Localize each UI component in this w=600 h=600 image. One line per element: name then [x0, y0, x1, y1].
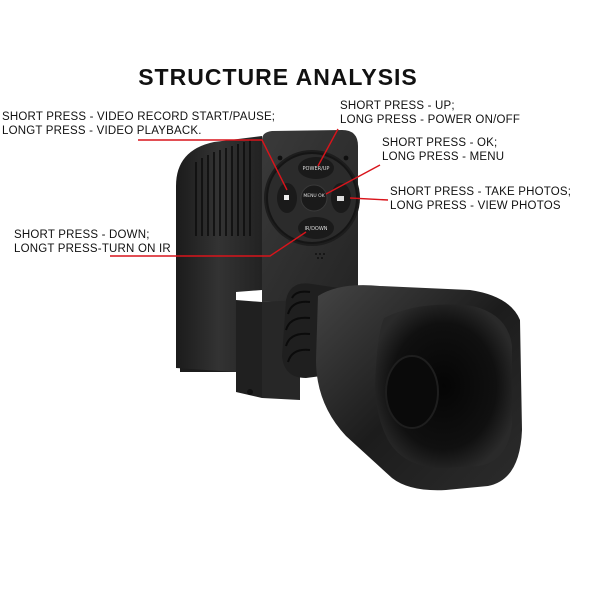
ir-down-label: IR/DOWN	[304, 226, 327, 232]
annotation-line: LONGT PRESS-TURN ON IR	[14, 242, 171, 255]
record-icon	[284, 195, 289, 200]
camera-icon	[337, 196, 344, 201]
ir-down-button[interactable]: IR/DOWN	[298, 217, 334, 239]
power-up-button[interactable]: POWER/UP	[298, 157, 334, 179]
speaker-grille	[315, 253, 325, 259]
annotation-line: LONG PRESS - VIEW PHOTOS	[390, 199, 561, 212]
lens-hood	[316, 285, 522, 491]
annotation-line: SHORT PRESS - VIDEO RECORD START/PAUSE;	[2, 111, 276, 123]
annotation-line: LONG PRESS - MENU	[382, 150, 505, 163]
photo-button[interactable]	[331, 183, 351, 213]
annotation-photo-button: SHORT PRESS - TAKE PHOTOS; LONG PRESS - …	[390, 186, 571, 213]
annotation-line: SHORT PRESS - DOWN;	[14, 229, 150, 241]
annotation-menu-ok-button: SHORT PRESS - OK; LONG PRESS - MENU	[382, 137, 504, 164]
record-button[interactable]	[277, 183, 297, 213]
menu-ok-label: MENU OK	[303, 193, 325, 199]
annotation-line: LONGT PRESS - VIDEO PLAYBACK.	[2, 124, 202, 137]
menu-ok-button[interactable]: MENU OK	[300, 184, 328, 212]
annotation-line: SHORT PRESS - UP;	[340, 100, 455, 112]
page-title: STRUCTURE ANALYSIS	[138, 64, 418, 90]
annotation-line: LONG PRESS - POWER ON/OFF	[340, 113, 521, 126]
cooling-ribs	[195, 140, 251, 236]
power-up-label: POWER/UP	[303, 166, 330, 172]
annotation-line: SHORT PRESS - TAKE PHOTOS;	[390, 186, 572, 198]
annotation-ir-down-button: SHORT PRESS - DOWN; LONGT PRESS-TURN ON …	[14, 229, 171, 256]
leader-lines	[110, 128, 389, 257]
annotation-power-up-button: SHORT PRESS - UP; LONG PRESS - POWER ON/…	[340, 100, 520, 127]
annotation-line: SHORT PRESS - OK;	[382, 137, 498, 149]
annotation-record-button: SHORT PRESS - VIDEO RECORD START/PAUSE; …	[2, 111, 275, 138]
